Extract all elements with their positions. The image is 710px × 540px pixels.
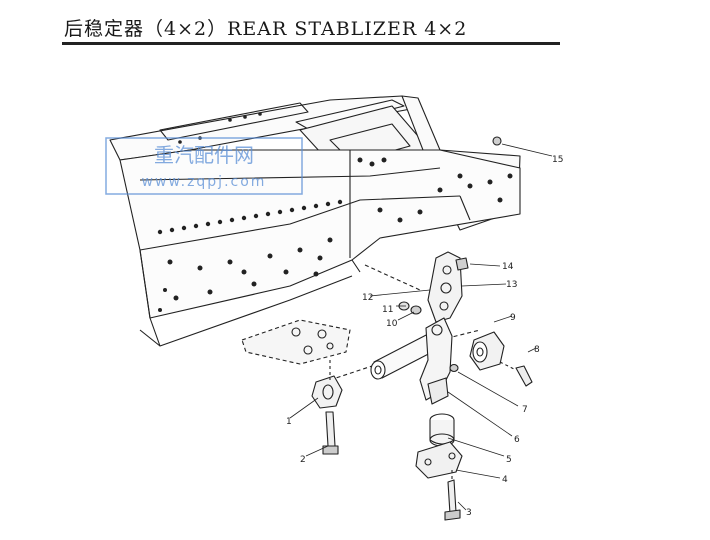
callout-4: 4 [502,475,508,485]
bracket-nut [455,257,469,271]
callout-11: 11 [382,305,393,315]
frame-top-bolt [492,136,502,146]
right-bolt [499,361,533,387]
callout-3: 3 [466,508,472,518]
frame-bolt-holes [157,112,513,312]
callout-5: 5 [506,455,512,465]
leader-lines [289,143,553,511]
callout-12: 12 [362,293,373,303]
lower-bushing [429,413,455,447]
watermark: 重汽配件网 www.zqpj.com [105,137,303,195]
chassis-frame [109,95,521,347]
callout-1: 1 [286,417,292,427]
title-underline [62,42,560,45]
callout-8: 8 [534,345,540,355]
lower-clamp [415,441,463,479]
callout-15: 15 [552,155,563,165]
callout-14: 14 [502,262,514,272]
left-mount-bracket [241,319,351,365]
page-title: 后稳定器（4×2）REAR STABLIZER 4×2 [64,18,468,40]
lower-bolt [444,470,461,521]
callout-9: 9 [510,313,516,323]
watermark-line1: 重汽配件网 [154,143,254,167]
callout-13: 13 [506,280,517,290]
link-arm [419,317,453,405]
callout-6: 6 [514,435,520,445]
washer-nut-set [398,301,422,315]
callout-10: 10 [386,319,398,329]
callout-labels: 1 2 3 4 5 6 7 8 9 10 11 12 13 14 15 [286,155,563,518]
watermark-line2: www.zqpj.com [142,174,267,190]
arm-nut [449,363,459,373]
callout-2: 2 [300,455,306,465]
callout-7: 7 [522,405,528,415]
left-bushing [311,360,343,409]
upper-bracket [427,251,463,323]
stabilizer-bar [329,329,481,381]
left-bolt [322,411,339,455]
right-bushing [469,331,505,371]
